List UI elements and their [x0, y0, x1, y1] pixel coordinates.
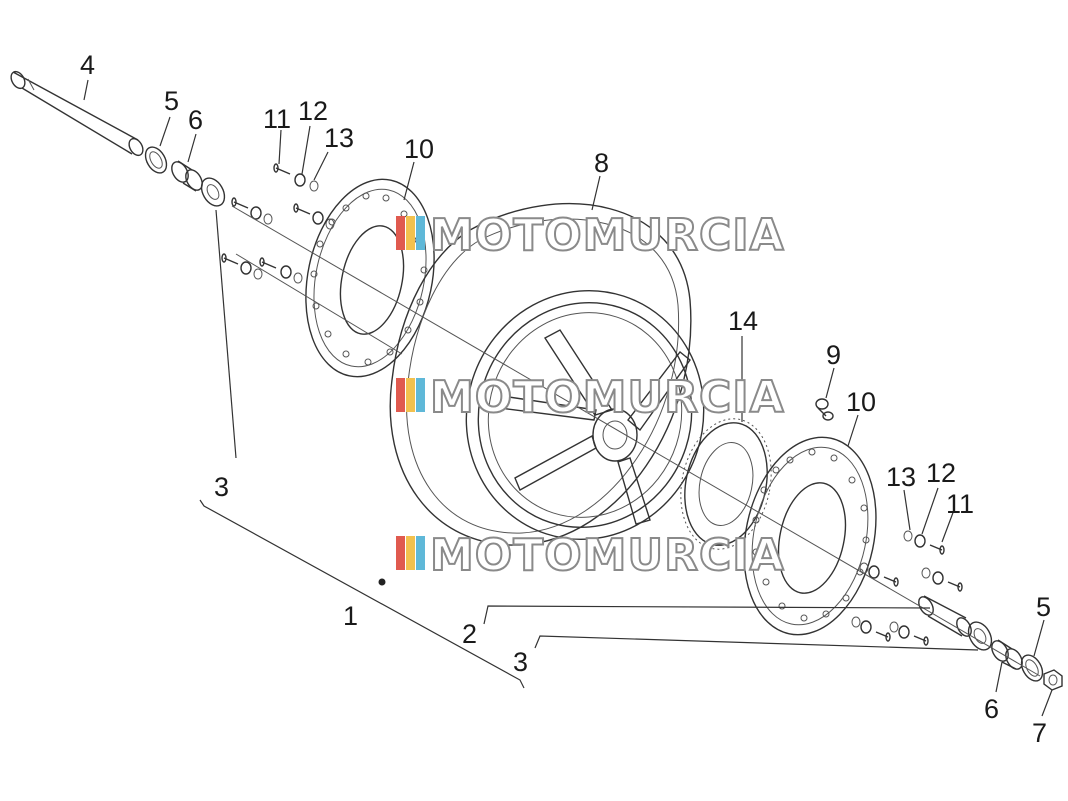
watermark-text: MOTOMURCIA	[430, 530, 785, 581]
right-seal-part	[1020, 654, 1044, 682]
right-bushing-part	[991, 639, 1023, 670]
watermark-stripe	[416, 378, 425, 412]
callout-5-right-seal: 5	[1036, 592, 1051, 622]
left-spacer-part	[171, 160, 203, 192]
callout-1-wheel-assembly: 1	[343, 601, 358, 631]
axle-part	[10, 70, 144, 157]
left-bolt-set	[221, 163, 335, 284]
callout-11-left-bolt: 11	[263, 104, 291, 134]
watermark-stripe	[396, 216, 405, 250]
callout-13-right-washer: 13	[886, 462, 916, 492]
callout-4-axle: 4	[80, 50, 95, 80]
watermark-stripe	[396, 378, 405, 412]
callout-10-right-disc: 10	[846, 387, 876, 417]
watermark-text: MOTOMURCIA	[430, 210, 785, 261]
watermark-bottom: MOTOMURCIA	[396, 529, 785, 582]
watermark-stripe	[416, 216, 425, 250]
callout-9-valve: 9	[826, 340, 841, 370]
callout-8-tyre: 8	[594, 148, 609, 178]
watermark-text: MOTOMURCIA	[430, 372, 785, 423]
callout-5-left-seal: 5	[164, 86, 179, 116]
valve-part	[815, 398, 834, 421]
callout-3-right-bearing: 3	[513, 647, 528, 677]
right-brake-disc	[743, 436, 877, 636]
left-seal-part	[144, 146, 168, 174]
watermark-top: MOTOMURCIA	[396, 209, 785, 262]
callout-7-axle-nut: 7	[1032, 718, 1047, 748]
callout-14-tone-wheel: 14	[728, 306, 758, 336]
watermark-stripe	[396, 536, 405, 570]
callout-2-right-spacer: 2	[462, 619, 477, 649]
reference-dot	[378, 578, 386, 586]
watermark-middle: MOTOMURCIA	[396, 371, 785, 424]
axis-lines	[231, 205, 1041, 677]
watermark-stripe	[406, 216, 415, 250]
callout-10-left-disc: 10	[404, 134, 434, 164]
axle-nut-part	[1043, 669, 1063, 691]
left-brake-disc	[305, 178, 435, 378]
callout-11-right-bolt: 11	[946, 489, 974, 519]
watermark-stripe	[406, 536, 415, 570]
leader-lines	[83, 79, 1053, 717]
rim-part	[465, 289, 705, 541]
callout-6-right-bushing: 6	[984, 694, 999, 724]
watermark-stripe	[406, 378, 415, 412]
callout-6-left-spacer: 6	[188, 105, 203, 135]
callout-3-left-bearing: 3	[214, 472, 229, 502]
right-spacer-part	[918, 595, 972, 637]
callout-13-left-washer: 13	[324, 123, 354, 153]
right-bolt-set	[851, 530, 963, 646]
watermark-stripe	[416, 536, 425, 570]
left-bearing-part	[200, 177, 226, 207]
callout-labels: 4 5 6 11 12 13 10 8 14 9 10 13 12 11 3 1…	[80, 50, 1051, 748]
callout-12-left-washer: 12	[298, 96, 328, 126]
callout-12-right-washer: 12	[926, 458, 956, 488]
